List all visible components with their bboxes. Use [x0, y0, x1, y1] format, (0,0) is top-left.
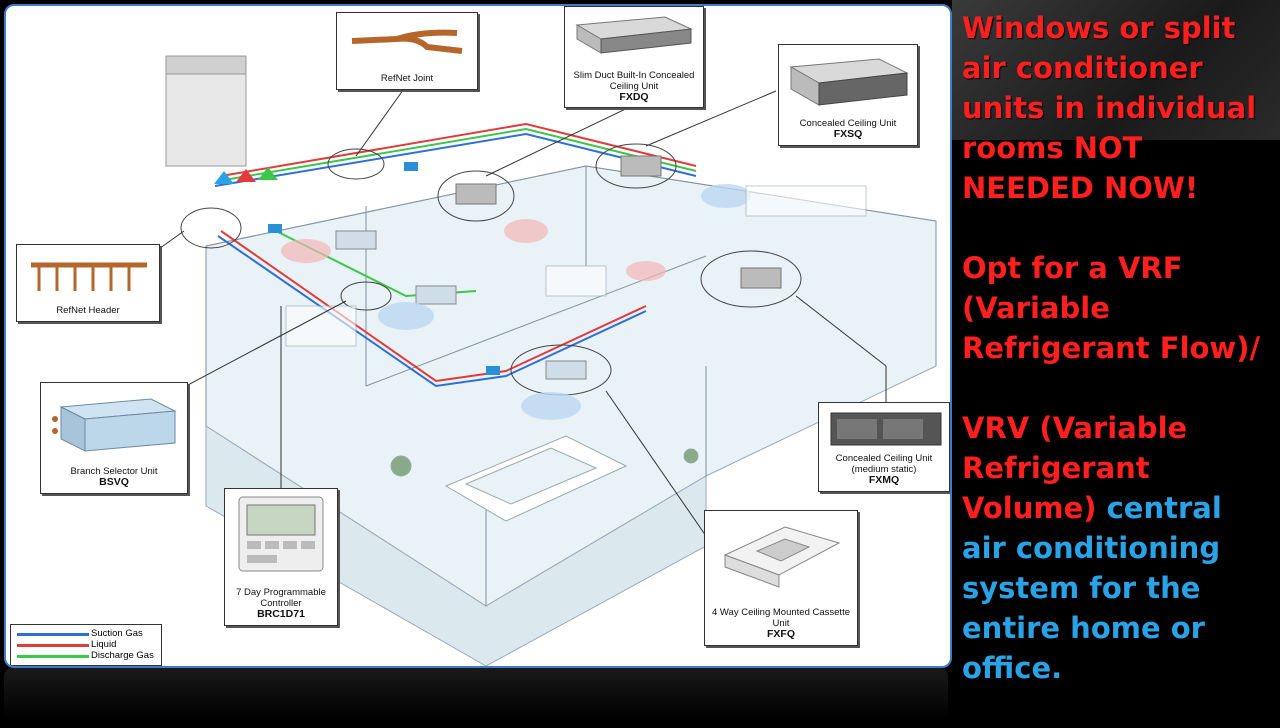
- callout-fxsq: Concealed Ceiling Unit FXSQ: [778, 44, 918, 146]
- legend-item-suction: Suction Gas: [11, 628, 161, 639]
- controller-illustration: [238, 496, 324, 572]
- side-text-block: Windows or split air conditioner units i…: [962, 8, 1274, 728]
- callout-fxmq: Concealed Ceiling Unit (medium static) F…: [818, 402, 950, 492]
- side-paragraph-2: Opt for a VRF (Variable Refrigerant Flow…: [962, 251, 1261, 365]
- refnet-joint-label: RefNet Joint: [380, 73, 434, 84]
- fxsq-code: FXSQ: [833, 128, 863, 140]
- refnet-joint-illustration: [351, 29, 463, 54]
- callout-refnet-joint: RefNet Joint: [336, 12, 478, 90]
- fxfq-code: FXFQ: [767, 628, 795, 640]
- fxfq-name: 4 Way Ceiling Mounted Cassette Unit: [712, 607, 850, 629]
- legend-discharge-swatch: [17, 655, 89, 658]
- vrv-diagram-panel: RefNet Joint Slim Duct Built-In Conceale…: [4, 4, 952, 668]
- callout-leaders: [155, 85, 887, 537]
- side-text-panel: Windows or split air conditioner units i…: [952, 0, 1280, 720]
- fxsq-unit-illustration: [789, 58, 909, 106]
- fxdq-name: Slim Duct Built-In Concealed Ceiling Uni…: [573, 70, 695, 92]
- refnet-header-label: RefNet Header: [56, 305, 120, 316]
- legend-suction-swatch: [17, 633, 89, 636]
- legend-liquid-label: Liquid: [91, 639, 117, 650]
- fxmq-sub: (medium static): [851, 464, 917, 475]
- indoor-units: [180, 143, 802, 420]
- panel-reflection: [4, 668, 948, 720]
- callout-fxfq: 4 Way Ceiling Mounted Cassette Unit FXFQ: [704, 510, 858, 646]
- legend-suction-label: Suction Gas: [91, 628, 143, 639]
- pipe-legend: Suction Gas Liquid Discharge Gas: [10, 624, 162, 666]
- callout-bsvq: Branch Selector Unit BSVQ: [40, 382, 188, 494]
- fxsq-name: Concealed Ceiling Unit: [799, 118, 897, 129]
- fxmq-code: FXMQ: [868, 474, 900, 486]
- bsvq-unit-illustration: [52, 398, 177, 452]
- legend-discharge-label: Discharge Gas: [91, 650, 154, 661]
- refnet-header-illustration: [31, 262, 147, 291]
- callout-refnet-header: RefNet Header: [16, 244, 160, 322]
- fxdq-unit-illustration: [575, 16, 693, 54]
- fxmq-name: Concealed Ceiling Unit: [835, 453, 933, 464]
- legend-item-liquid: Liquid: [11, 639, 161, 650]
- callout-fxdq: Slim Duct Built-In Concealed Ceiling Uni…: [564, 6, 704, 108]
- side-paragraph-1: Windows or split air conditioner units i…: [962, 11, 1257, 205]
- bsvq-code: BSVQ: [99, 476, 129, 488]
- callout-brc1d71: 7 Day Programmable Controller BRC1D71: [224, 488, 338, 626]
- outdoor-unit-illustration: [165, 55, 278, 184]
- fxmq-unit-illustration: [830, 412, 942, 446]
- side-paragraph-3-red: VRV (Variable Refrigerant Volume): [962, 411, 1188, 525]
- side-decorative-header: [952, 0, 1280, 140]
- bsvq-name: Branch Selector Unit: [70, 466, 158, 477]
- building-diagram: [155, 55, 937, 666]
- legend-item-discharge: Discharge Gas: [11, 650, 161, 661]
- brc-code: BRC1D71: [257, 608, 305, 620]
- side-paragraph-3: VRV (Variable Refrigerant Volume) centra…: [962, 408, 1274, 688]
- side-paragraph-3-blue: central air conditioning system for the …: [962, 491, 1222, 685]
- legend-liquid-swatch: [17, 644, 89, 647]
- brc-name: 7 Day Programmable Controller: [236, 587, 326, 609]
- fxfq-unit-illustration: [723, 526, 841, 588]
- furniture: [285, 185, 867, 522]
- fxdq-code: FXDQ: [619, 91, 649, 103]
